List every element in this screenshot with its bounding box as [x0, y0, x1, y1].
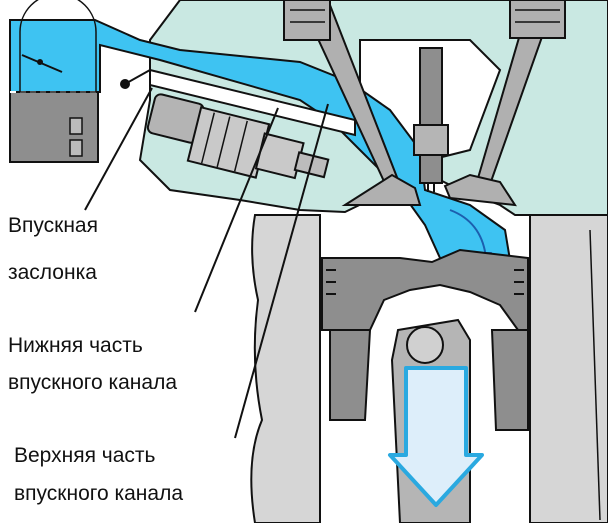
label-intake-flap-line2: заслонка [8, 261, 97, 284]
intake-flap-housing [9, 91, 99, 163]
leader-lower-port [194, 107, 279, 313]
label-intake-flap-line1: Впускная [8, 214, 98, 237]
spark-plug-icon [413, 47, 449, 192]
flap-pivot [120, 79, 130, 89]
leader-upper-port [234, 103, 329, 439]
label-lower-port-line1: Нижняя часть [8, 334, 143, 357]
fuel-injector-icon [146, 93, 330, 180]
port-divider [149, 68, 356, 137]
leader-intake-flap [84, 87, 153, 211]
down-arrow-icon [388, 366, 484, 507]
intake-flap[interactable] [19, 0, 97, 93]
label-lower-port-line2: впускного канала [8, 371, 178, 394]
label-upper-port-line2: впускного канала [14, 482, 184, 505]
label-upper-port-line1: Верхняя часть [14, 444, 156, 467]
exhaust-valve [443, 0, 566, 207]
piston-pin [406, 326, 444, 364]
cylinder-wall-left [250, 214, 321, 523]
cylinder-wall-right [529, 214, 608, 523]
intake-valve [283, 0, 422, 206]
piston [321, 248, 529, 431]
flow-direction-arrow [449, 209, 487, 259]
